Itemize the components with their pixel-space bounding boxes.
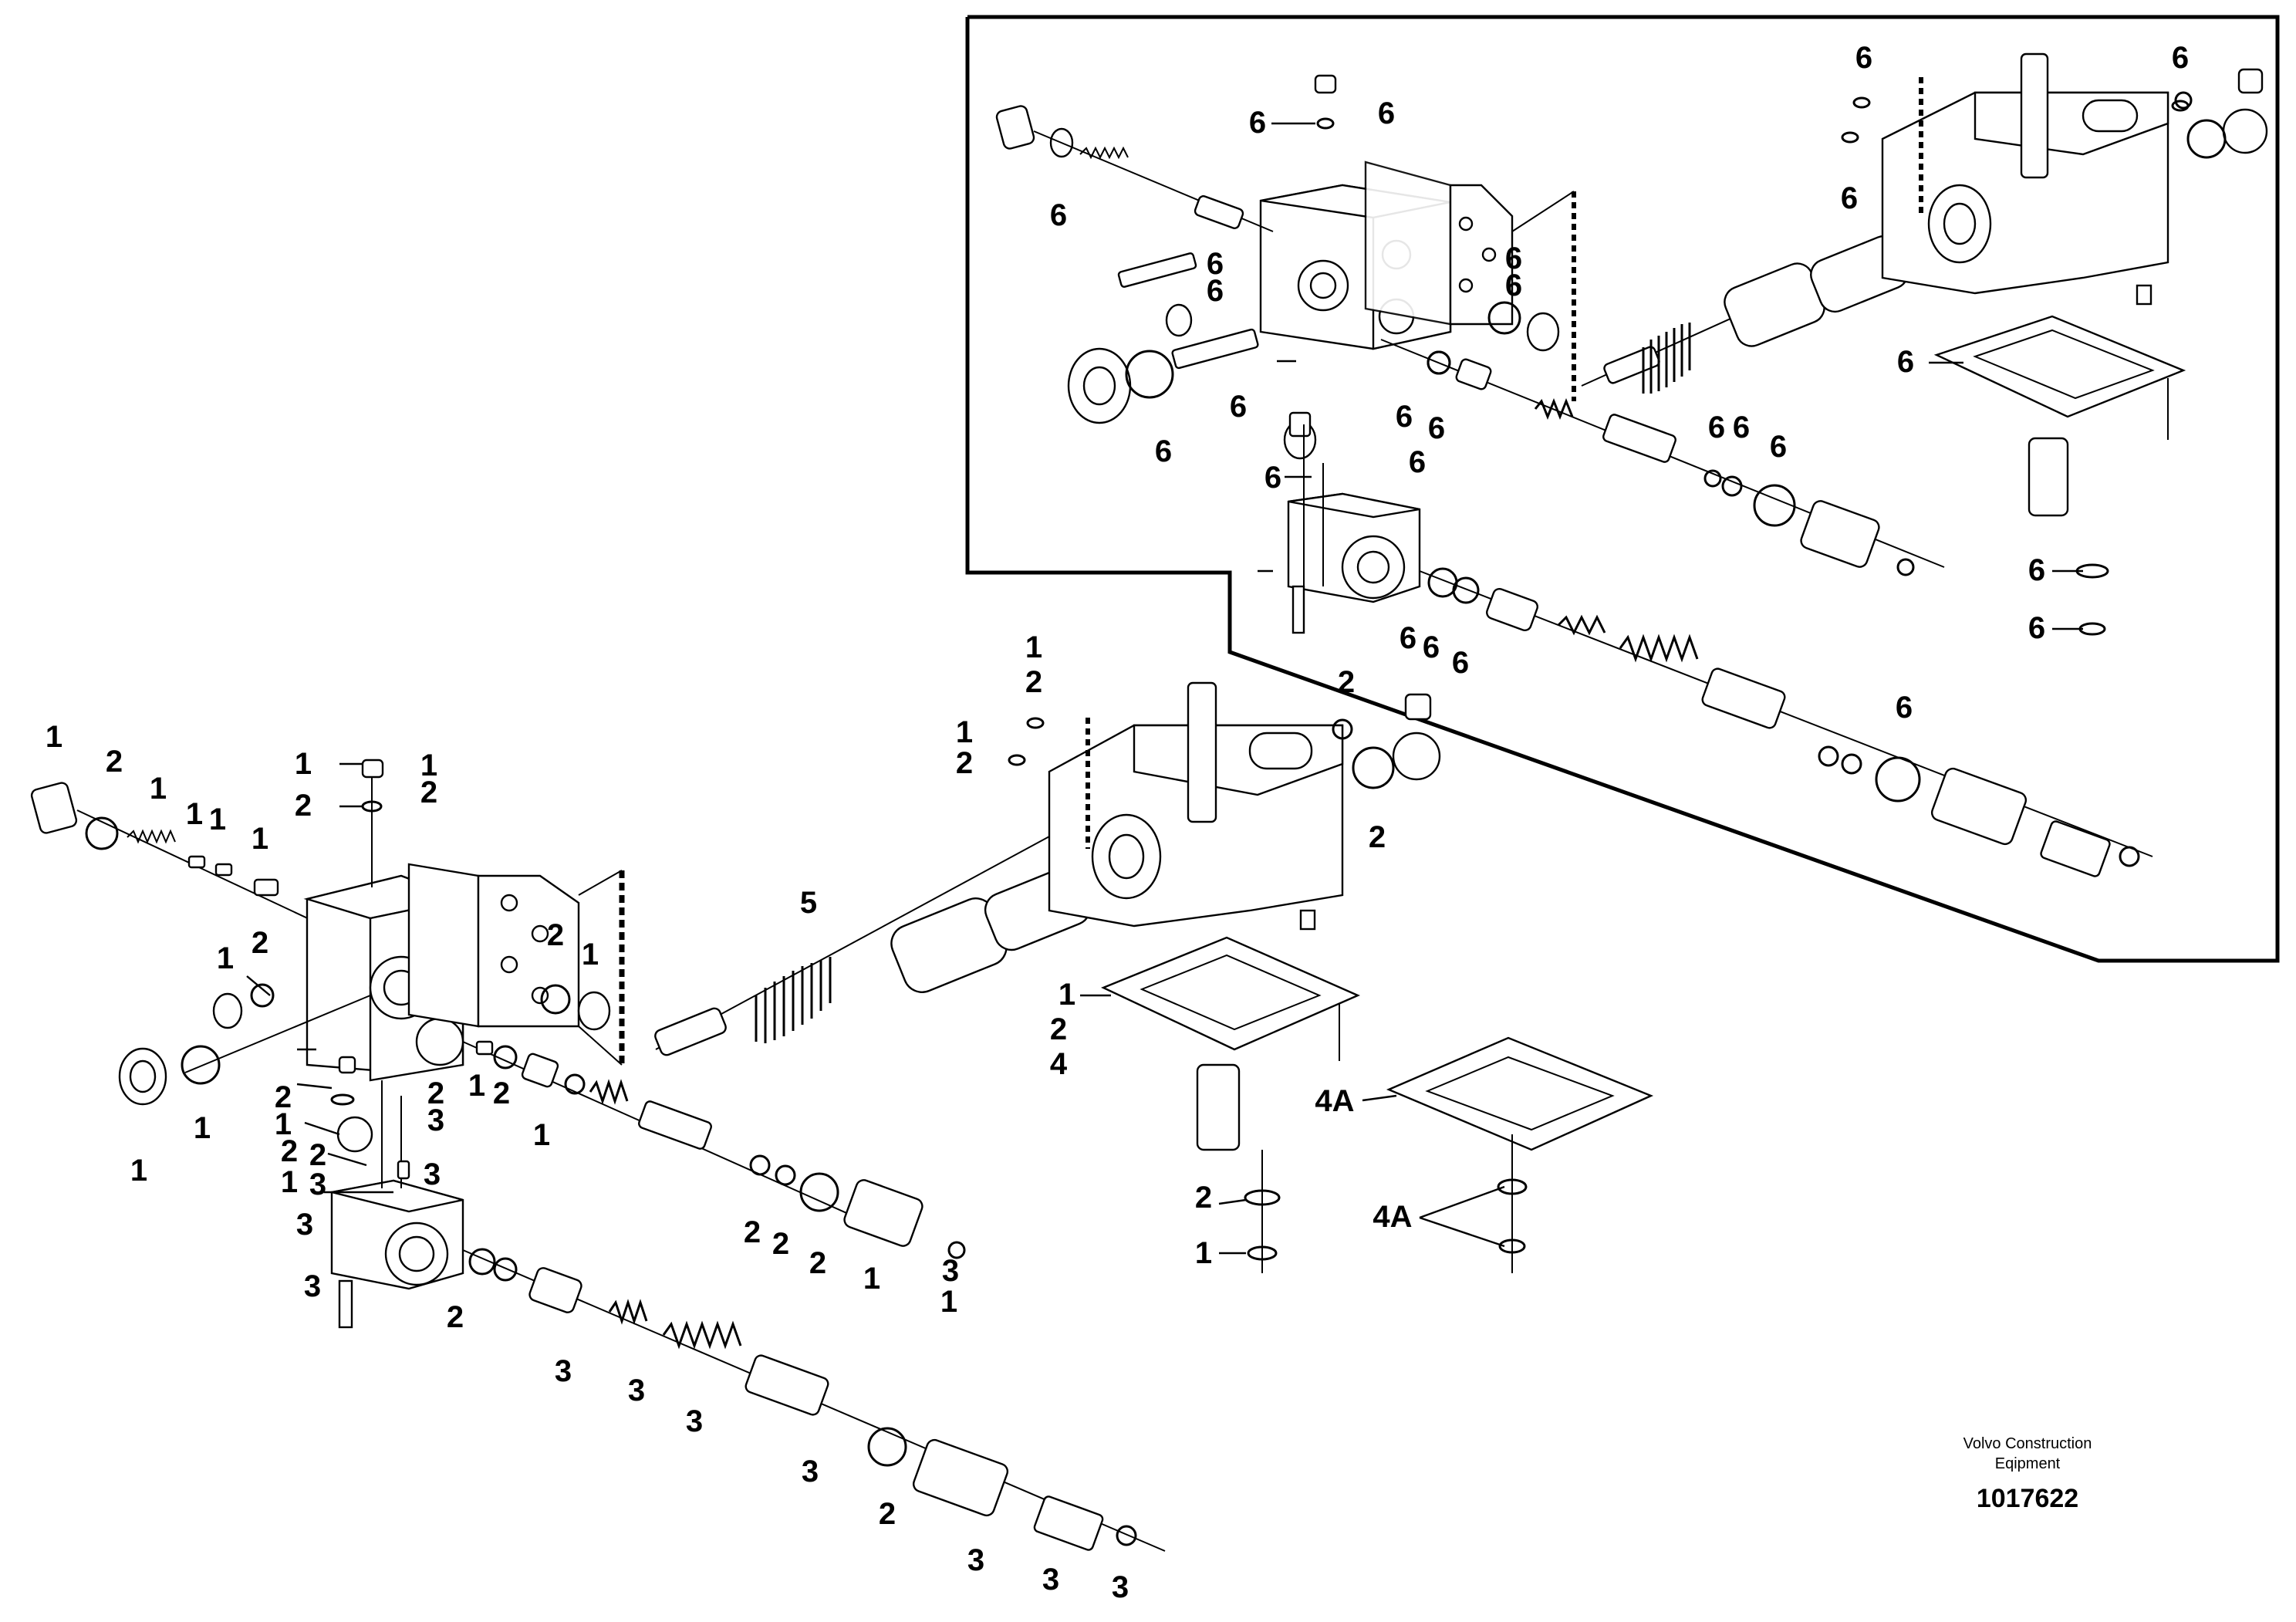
callout-label: 6	[1855, 41, 1872, 75]
main-assembly	[30, 681, 1654, 1552]
callout-label: 2	[106, 745, 123, 779]
callout-label: 3	[628, 1374, 645, 1407]
callout-label: 3	[424, 1157, 441, 1191]
callout-label: 1	[46, 720, 62, 754]
caption-block: Volvo Construction Eqipment 1017622	[1963, 1435, 2092, 1513]
callout-label: 2	[295, 789, 312, 823]
callout-label: 3	[942, 1254, 959, 1288]
callout-label: 3	[296, 1208, 313, 1242]
callout-label: 3	[686, 1404, 703, 1438]
callout-label: 1	[1059, 978, 1075, 1012]
callout-label: 6	[1207, 247, 1224, 281]
callout-label: 6	[2028, 553, 2045, 587]
callout-label: 6	[1207, 274, 1224, 308]
drawing-number: 1017622	[1977, 1484, 2078, 1513]
callout-labels: 1 2 1 1 1 1 1 2 1 2 1 2 1 1 2 1 2 1 2 1 …	[46, 41, 2189, 1604]
callout-label: 6	[1400, 621, 1416, 655]
callout-label: 6	[1708, 411, 1725, 444]
callout-label: 6	[1264, 461, 1281, 495]
callout-label: 1	[582, 938, 599, 972]
callout-label: 3	[427, 1103, 444, 1137]
callout-label: 6	[1452, 646, 1469, 680]
callout-label: 2	[809, 1246, 826, 1280]
callout-label: 1	[295, 747, 312, 781]
callout-label: 2	[1050, 1012, 1067, 1046]
callout-label: 6	[2028, 611, 2045, 645]
callout-label: 6	[1409, 445, 1426, 479]
callout-label: 6	[1428, 411, 1445, 445]
callout-label: 1	[275, 1107, 292, 1141]
callout-label: 1	[194, 1111, 211, 1145]
callout-label: 1	[863, 1262, 880, 1296]
callout-label: 3	[555, 1354, 572, 1388]
callout-label: 1	[150, 772, 167, 806]
callout-label: 6	[1505, 269, 1522, 302]
callout-label: 6	[1770, 430, 1787, 464]
callout-label: 1	[956, 715, 973, 749]
callout-label: 2	[281, 1134, 298, 1168]
callout-label: 3	[309, 1168, 326, 1201]
callout-label: 3	[802, 1455, 819, 1489]
callout-label: 1	[209, 803, 226, 836]
callout-label: 1	[420, 748, 437, 782]
callout-label: 6	[1230, 390, 1247, 424]
callout-label: 6	[1733, 411, 1750, 444]
callout-label: 2	[493, 1076, 510, 1110]
callout-label: 2	[1195, 1181, 1212, 1215]
callout-label: 3	[304, 1269, 321, 1303]
inset-assembly	[995, 52, 2268, 877]
callout-label: 6	[1896, 691, 1913, 725]
callout-label: 6	[1897, 345, 1914, 379]
callout-label: 2	[252, 926, 268, 960]
callout-label: 6	[1378, 96, 1395, 130]
callout-label: 4A	[1315, 1084, 1354, 1118]
callout-label: 1	[130, 1154, 147, 1188]
callout-label: 4	[1050, 1047, 1068, 1081]
callout-label: 4A	[1373, 1200, 1412, 1234]
callout-label: 5	[800, 886, 817, 920]
callout-label: 3	[967, 1543, 984, 1577]
callout-label: 2	[275, 1080, 292, 1114]
callout-label: 2	[547, 918, 564, 952]
callout-label: 2	[1338, 665, 1355, 699]
caption-line-1: Volvo Construction	[1963, 1435, 2092, 1452]
callout-label: 1	[217, 941, 234, 975]
callout-label: 6	[1396, 400, 1413, 434]
callout-label: 6	[1505, 242, 1522, 275]
callout-label: 2	[1369, 820, 1386, 854]
leader-lines	[246, 122, 2083, 1255]
callout-label: 1	[940, 1285, 957, 1319]
inset-frame	[965, 15, 2280, 963]
callout-label: 6	[1841, 181, 1858, 215]
callout-label: 6	[1050, 198, 1067, 232]
callout-label: 2	[420, 776, 437, 809]
callout-label: 6	[1249, 106, 1266, 140]
callout-label: 2	[309, 1138, 326, 1172]
callout-label: 1	[281, 1165, 298, 1199]
callout-label: 1	[468, 1069, 485, 1103]
callout-label: 1	[252, 822, 268, 856]
caption-line-2: Eqipment	[1995, 1455, 2061, 1472]
callout-label: 6	[1155, 434, 1172, 468]
callout-label: 6	[1423, 630, 1440, 664]
callout-label: 2	[744, 1215, 761, 1249]
callout-label: 3	[1042, 1563, 1059, 1597]
callout-label: 2	[427, 1076, 444, 1110]
callout-label: 2	[772, 1227, 789, 1261]
callout-label: 1	[1195, 1236, 1212, 1270]
callout-label: 2	[956, 746, 973, 780]
callout-label: 1	[1025, 630, 1042, 664]
callout-label: 1	[533, 1118, 550, 1152]
callout-label: 2	[1025, 665, 1042, 699]
callout-label: 6	[2172, 41, 2189, 75]
callout-label: 2	[447, 1300, 464, 1334]
callout-label: 2	[879, 1497, 896, 1531]
callout-label: 3	[1112, 1570, 1129, 1604]
callout-label: 1	[186, 797, 203, 831]
